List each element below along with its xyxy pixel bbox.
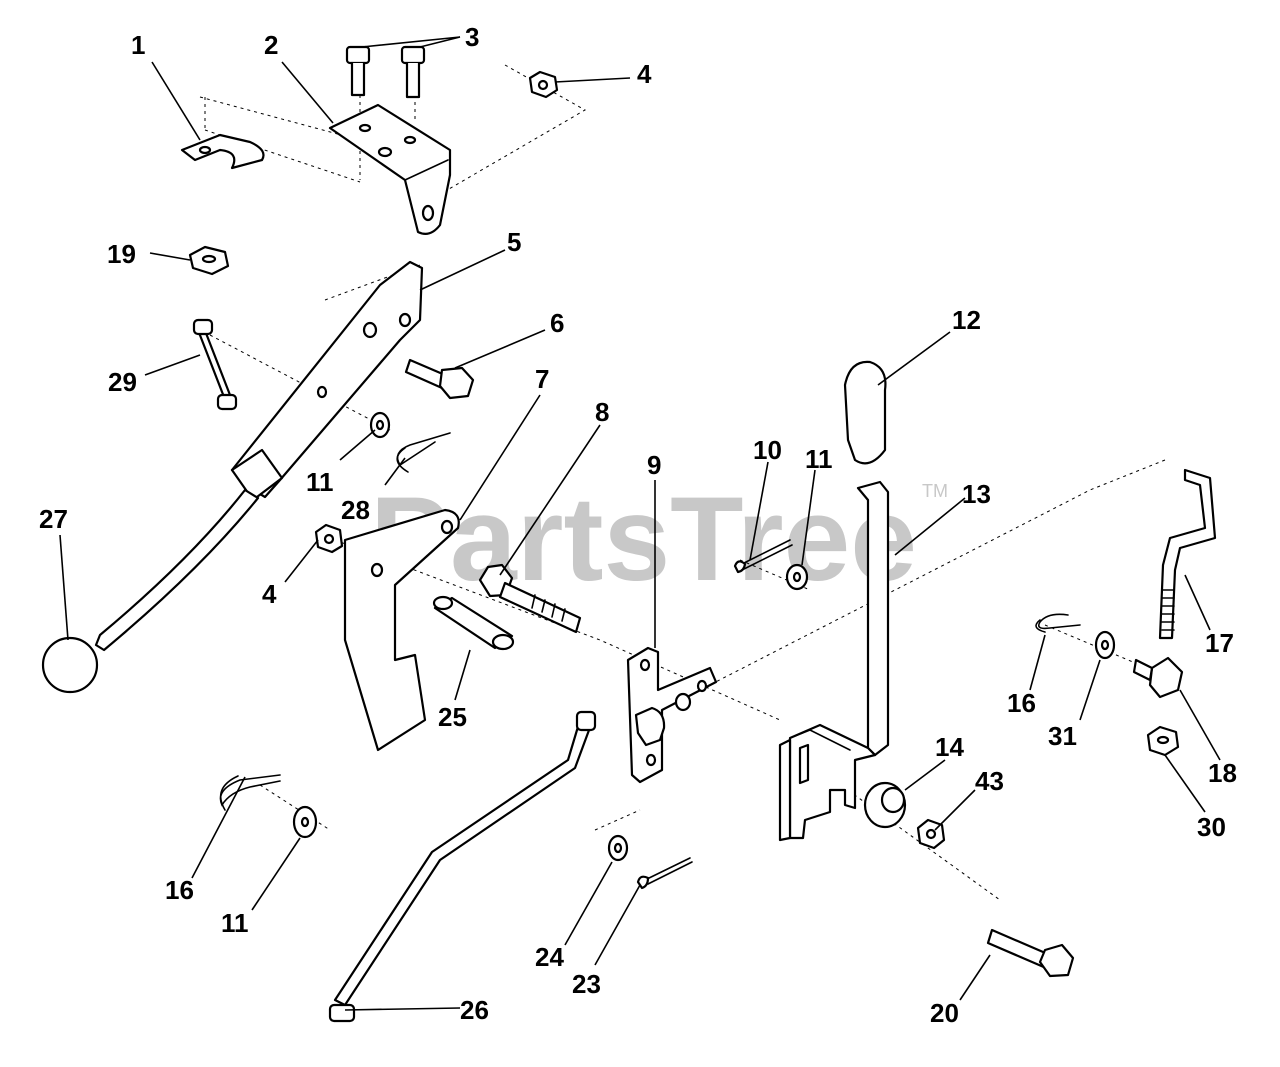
callout-28: 28 (341, 495, 370, 525)
part-4-nut-left (314, 523, 344, 554)
callout-9: 9 (647, 450, 661, 480)
callout-17: 17 (1205, 628, 1234, 658)
callout-20: 20 (930, 998, 959, 1028)
part-11-washer-b (785, 563, 809, 591)
callout-11-a: 11 (306, 467, 334, 497)
watermark-tm: TM (922, 481, 948, 501)
part-10-pin (733, 539, 793, 574)
part-19-nut (188, 245, 230, 276)
part-26-link-rod (328, 710, 597, 1023)
callout-11-c: 11 (221, 908, 249, 938)
part-31-washer (1094, 630, 1116, 660)
callout-6: 6 (550, 308, 564, 338)
callout-10: 10 (753, 435, 782, 465)
part-8-bolt (478, 563, 582, 634)
callout-19: 19 (107, 239, 136, 269)
part-1-clip (180, 133, 265, 170)
part-2-bracket (328, 103, 452, 235)
callout-43: 43 (975, 766, 1004, 796)
callout-30: 30 (1197, 812, 1226, 842)
callout-16-left: 16 (165, 875, 194, 905)
leader-lines (59, 36, 1221, 1011)
part-24-washer (607, 834, 629, 862)
part-20-bolt (986, 928, 1075, 978)
callout-27: 27 (39, 504, 68, 534)
callout-18: 18 (1208, 758, 1237, 788)
part-27-ball (41, 636, 99, 694)
part-4-nut-top (528, 70, 559, 99)
part-13-lever (778, 480, 890, 842)
callout-12: 12 (952, 305, 981, 335)
callout-14: 14 (935, 732, 964, 762)
part-6-bolt (404, 358, 475, 400)
callout-1: 1 (131, 30, 145, 60)
callout-13: 13 (962, 479, 991, 509)
callout-4-left: 4 (262, 579, 277, 609)
callout-7: 7 (535, 364, 549, 394)
callout-11-b: 11 (805, 444, 833, 474)
callout-29: 29 (108, 367, 137, 397)
part-18-swivel (1132, 656, 1184, 699)
part-11-washer-c (292, 805, 318, 839)
callout-31: 31 (1048, 721, 1077, 751)
part-9-pivot-plate (626, 646, 718, 784)
part-12-knob (843, 360, 887, 465)
callout-8: 8 (595, 397, 609, 427)
watermark-text: PartsTree (370, 472, 917, 606)
part-16-clip-left (219, 774, 281, 811)
part-11-washer-a (369, 411, 391, 439)
part-25-spacer (432, 595, 515, 651)
part-3-bolts (345, 45, 426, 99)
part-14-bushing (863, 781, 907, 829)
callout-16-right: 16 (1007, 688, 1036, 718)
callout-2: 2 (264, 30, 278, 60)
callout-23: 23 (572, 969, 601, 999)
watermark: PartsTree TM (370, 472, 948, 606)
part-7-bracket (343, 508, 460, 752)
part-17-rod (1158, 468, 1217, 640)
callout-labels: 1 2 3 4 4 5 6 7 8 9 10 11 11 11 12 13 14… (39, 22, 1237, 1028)
callout-3: 3 (465, 22, 479, 52)
callout-24: 24 (535, 942, 564, 972)
part-29-link (192, 318, 238, 411)
callout-5: 5 (507, 227, 521, 257)
callout-4-top: 4 (637, 59, 652, 89)
part-23-pin (636, 857, 693, 890)
part-16-clip-right (1035, 613, 1081, 633)
callout-26: 26 (460, 995, 489, 1025)
part-30-nut (1146, 725, 1180, 757)
part-28-hairpin (396, 432, 451, 473)
callout-25: 25 (438, 702, 467, 732)
part-5-lever-plate (94, 260, 424, 652)
